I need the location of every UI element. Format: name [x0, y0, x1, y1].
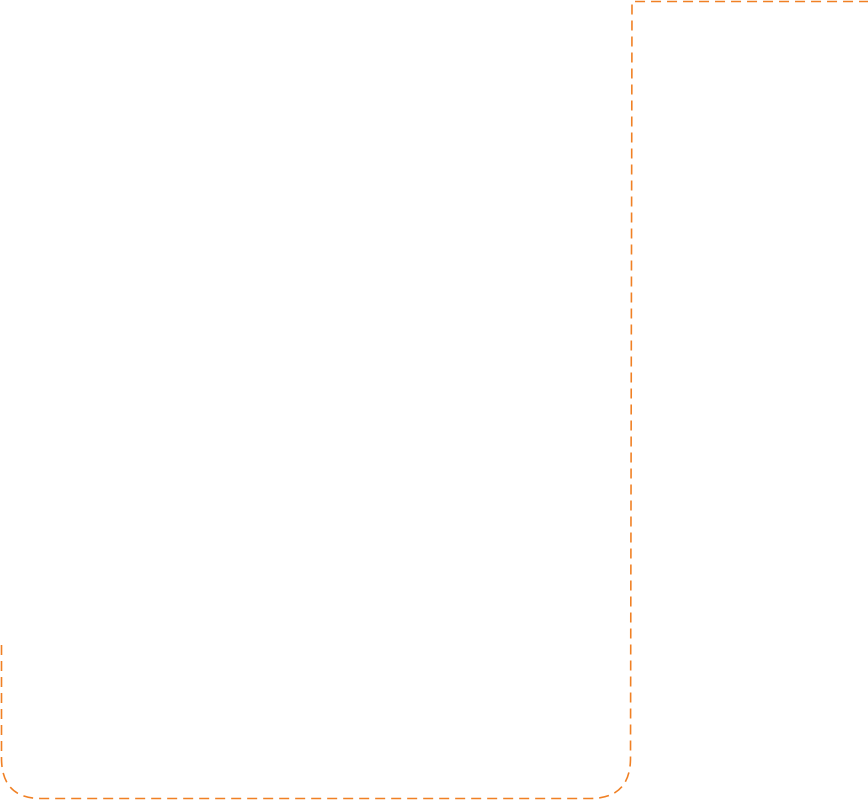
dashed-connector-path [0, 0, 868, 800]
dashed-connector-canvas [0, 0, 868, 800]
